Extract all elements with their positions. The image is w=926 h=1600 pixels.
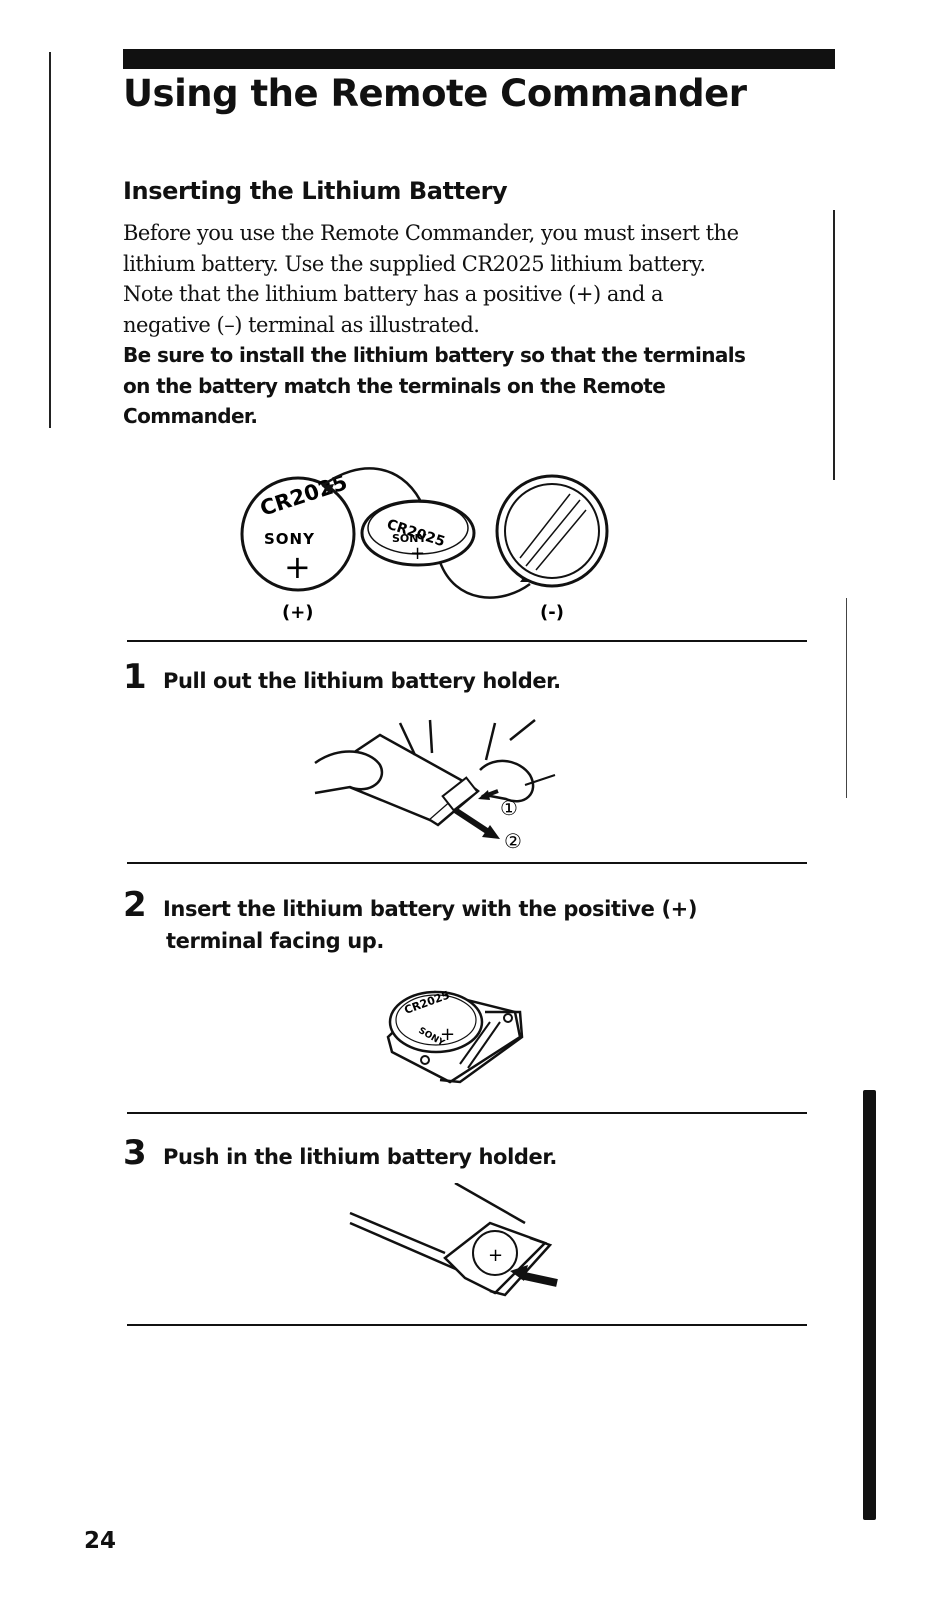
battery-brand-text: SONY	[264, 530, 315, 548]
page-title: Using the Remote Commander	[123, 72, 747, 115]
page-number: 24	[84, 1528, 117, 1554]
header-bar	[123, 49, 835, 69]
battery-negative-side	[495, 474, 609, 588]
right-margin-line-lower	[846, 598, 847, 798]
step-number: 3	[123, 1133, 147, 1173]
step-text: Push in the lithium battery holder.	[163, 1145, 557, 1169]
negative-label: (-)	[540, 602, 564, 623]
intro-line: lithium battery. Use the supplied CR2025…	[123, 251, 706, 276]
divider	[127, 640, 807, 642]
intro-line: Note that the lithium battery has a posi…	[123, 282, 664, 306]
battery-plus-symbol: +	[284, 548, 311, 586]
pull-arrow-icon	[482, 825, 500, 839]
step-1: 1 Pull out the lithium battery holder.	[123, 657, 561, 697]
intro-paragraph: Before you use the Remote Commander, you…	[123, 218, 823, 340]
warning-line: on the battery match the terminals on th…	[123, 373, 666, 398]
step-number: 1	[123, 657, 147, 697]
left-margin-line	[49, 52, 51, 428]
intro-line: negative (–) terminal as illustrated.	[123, 312, 480, 337]
step-text: Pull out the lithium battery holder.	[163, 669, 561, 693]
step3-illustration: +	[349, 1183, 558, 1297]
step-text-line2: terminal facing up.	[166, 929, 384, 953]
warning-line: Commander.	[123, 404, 258, 428]
arrow-head-icon	[322, 484, 334, 494]
flip-arrow-icon	[438, 561, 531, 599]
flip-arrow-icon	[321, 467, 422, 501]
battery-positive-side	[240, 476, 356, 592]
intro-line: Before you use the Remote Commander, you…	[123, 221, 739, 245]
step-3: 3 Push in the lithium battery holder.	[123, 1133, 557, 1173]
battery-figure: CR2025 SONY + CR2025 SONY + (+) (-)	[240, 467, 609, 623]
battery-tilted-plus: +	[410, 543, 425, 564]
warning-line: Be sure to install the lithium battery s…	[123, 343, 746, 367]
warning-paragraph: Be sure to install the lithium battery s…	[123, 340, 833, 432]
divider	[127, 862, 807, 864]
step1-illustration: ① ②	[314, 719, 556, 853]
callout-2: ②	[504, 829, 522, 853]
section-heading: Inserting the Lithium Battery	[123, 177, 508, 205]
divider	[127, 1324, 807, 1326]
push-arrow-icon	[510, 1265, 528, 1281]
positive-label: (+)	[282, 602, 314, 623]
divider	[127, 1112, 807, 1114]
right-margin-line	[833, 210, 835, 480]
step-number: 2	[123, 885, 147, 925]
battery-plus-symbol: +	[488, 1245, 503, 1266]
step-text: Insert the lithium battery with the posi…	[163, 897, 698, 921]
step2-illustration: CR2025 SONY +	[386, 988, 524, 1084]
battery-tilted-brand: SONY	[392, 532, 427, 545]
battery-plus-symbol: +	[440, 1024, 455, 1045]
right-thumb-tab	[863, 1090, 876, 1520]
callout-1: ①	[500, 796, 518, 820]
step-2: 2 Insert the lithium battery with the pos…	[123, 885, 697, 953]
